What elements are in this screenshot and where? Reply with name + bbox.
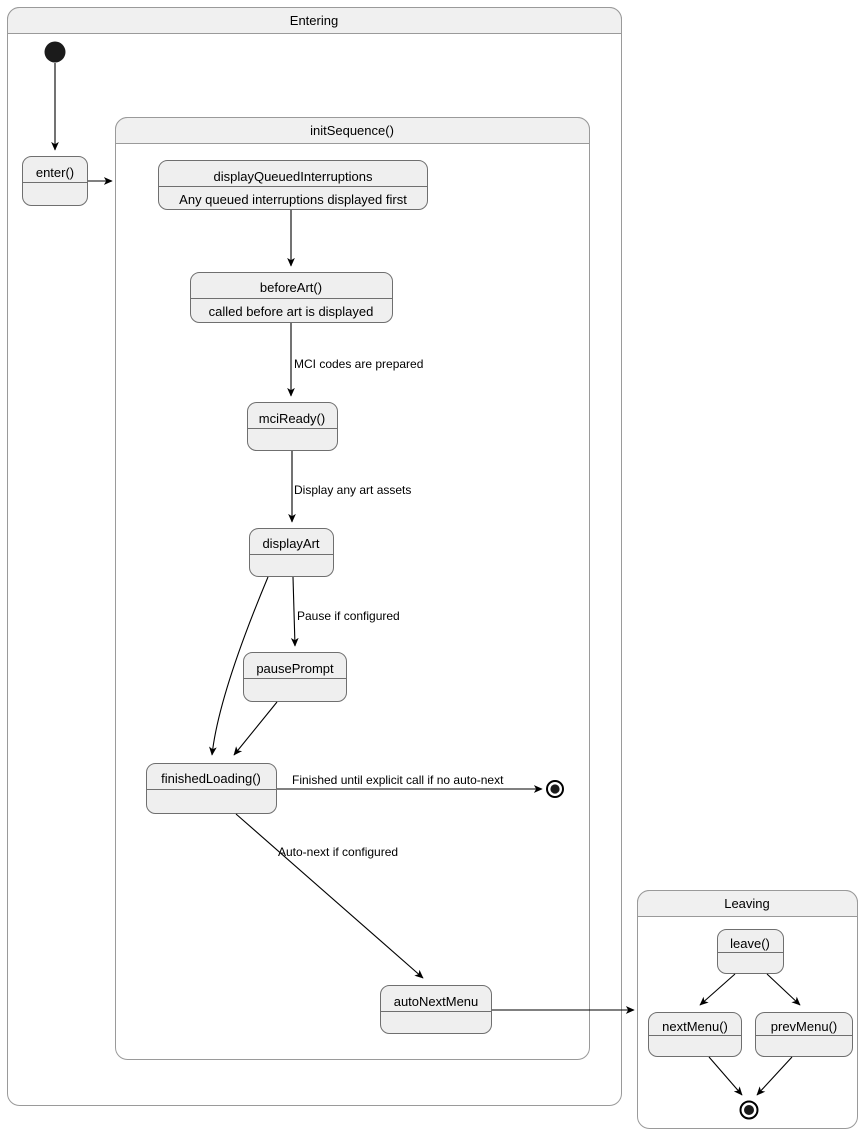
edge-label-mci-codes: MCI codes are prepared: [294, 357, 423, 371]
state-leave-title: leave(): [730, 936, 770, 951]
edge-nextmenu-to-final: [708, 1056, 743, 1096]
state-prevmenu-box: [755, 1012, 853, 1057]
composite-state-leaving[interactable]: Leaving: [637, 890, 858, 1129]
state-auto-next-menu[interactable]: autoNextMenu: [380, 985, 492, 1034]
initial-state-node: [44, 41, 66, 63]
state-pause-prompt[interactable]: pausePrompt: [243, 652, 347, 702]
edge-pauseprompt-to-finishedloading: [233, 701, 278, 756]
initsequence-title: initSequence(): [310, 123, 394, 138]
state-leave-box: [717, 929, 784, 974]
state-autonextmenu-box: [380, 985, 492, 1034]
composite-state-initsequence[interactable]: initSequence(): [115, 117, 590, 1060]
state-nextmenu-box: [648, 1012, 742, 1057]
edge-label-pause-if-configured: Pause if configured: [297, 609, 400, 623]
state-leave[interactable]: leave(): [717, 929, 784, 974]
final-state-node-initsequence: [546, 780, 564, 798]
state-finishedloading-title: finishedLoading(): [161, 771, 261, 786]
edge-prevmenu-to-final: [756, 1056, 793, 1096]
state-pauseprompt-box: [243, 652, 347, 702]
edge-displayart-to-finishedloading: [209, 576, 269, 756]
entering-title: Entering: [290, 13, 338, 28]
edge-label-display-art-assets: Display any art assets: [294, 483, 411, 497]
state-finishedloading-box: [146, 763, 277, 814]
edge-leave-to-nextmenu: [699, 973, 736, 1006]
state-enter-title: enter(): [36, 165, 74, 180]
initsequence-header-bar: [115, 117, 590, 144]
state-beforeart-title: beforeArt(): [260, 280, 322, 295]
state-before-art[interactable]: beforeArt() called before art is display…: [190, 272, 393, 323]
leaving-header-bar: [637, 890, 858, 917]
state-enter-box: [22, 156, 88, 206]
state-prevmenu-title: prevMenu(): [771, 1019, 837, 1034]
edge-displayart-to-pauseprompt: [290, 576, 299, 647]
edge-finishedloading-to-autonextmenu: [235, 813, 424, 979]
state-display-art[interactable]: displayArt: [249, 528, 334, 577]
initsequence-body: [115, 117, 590, 1060]
state-beforeart-box: [190, 272, 393, 323]
state-finished-loading[interactable]: finishedLoading(): [146, 763, 277, 814]
state-dqi-box: [158, 160, 428, 210]
state-dqi-desc: Any queued interruptions displayed first: [179, 192, 407, 207]
state-mciready-title: mciReady(): [259, 411, 325, 426]
state-mci-ready[interactable]: mciReady(): [247, 402, 338, 451]
state-dqi-title: displayQueuedInterruptions: [214, 169, 373, 184]
state-displayart-title: displayArt: [262, 536, 319, 551]
state-next-menu[interactable]: nextMenu(): [648, 1012, 742, 1057]
state-beforeart-desc: called before art is displayed: [209, 304, 374, 319]
state-displayart-box: [249, 528, 334, 577]
entering-header-bar: [7, 7, 622, 34]
edge-leave-to-prevmenu: [766, 973, 801, 1006]
state-enter[interactable]: enter(): [22, 156, 88, 206]
state-prev-menu[interactable]: prevMenu(): [755, 1012, 853, 1057]
leaving-body: [637, 890, 858, 1129]
state-pauseprompt-title: pausePrompt: [256, 661, 334, 676]
state-nextmenu-title: nextMenu(): [662, 1019, 728, 1034]
final-state-node-leaving: [739, 1100, 759, 1120]
edge-label-auto-next: Auto-next if configured: [278, 845, 398, 859]
state-display-queued-interruptions[interactable]: displayQueuedInterruptions Any queued in…: [158, 160, 428, 210]
edge-label-finished-explicit: Finished until explicit call if no auto-…: [292, 773, 504, 787]
state-mciready-box: [247, 402, 338, 451]
leaving-title: Leaving: [724, 896, 770, 911]
state-autonextmenu-title: autoNextMenu: [394, 994, 479, 1009]
